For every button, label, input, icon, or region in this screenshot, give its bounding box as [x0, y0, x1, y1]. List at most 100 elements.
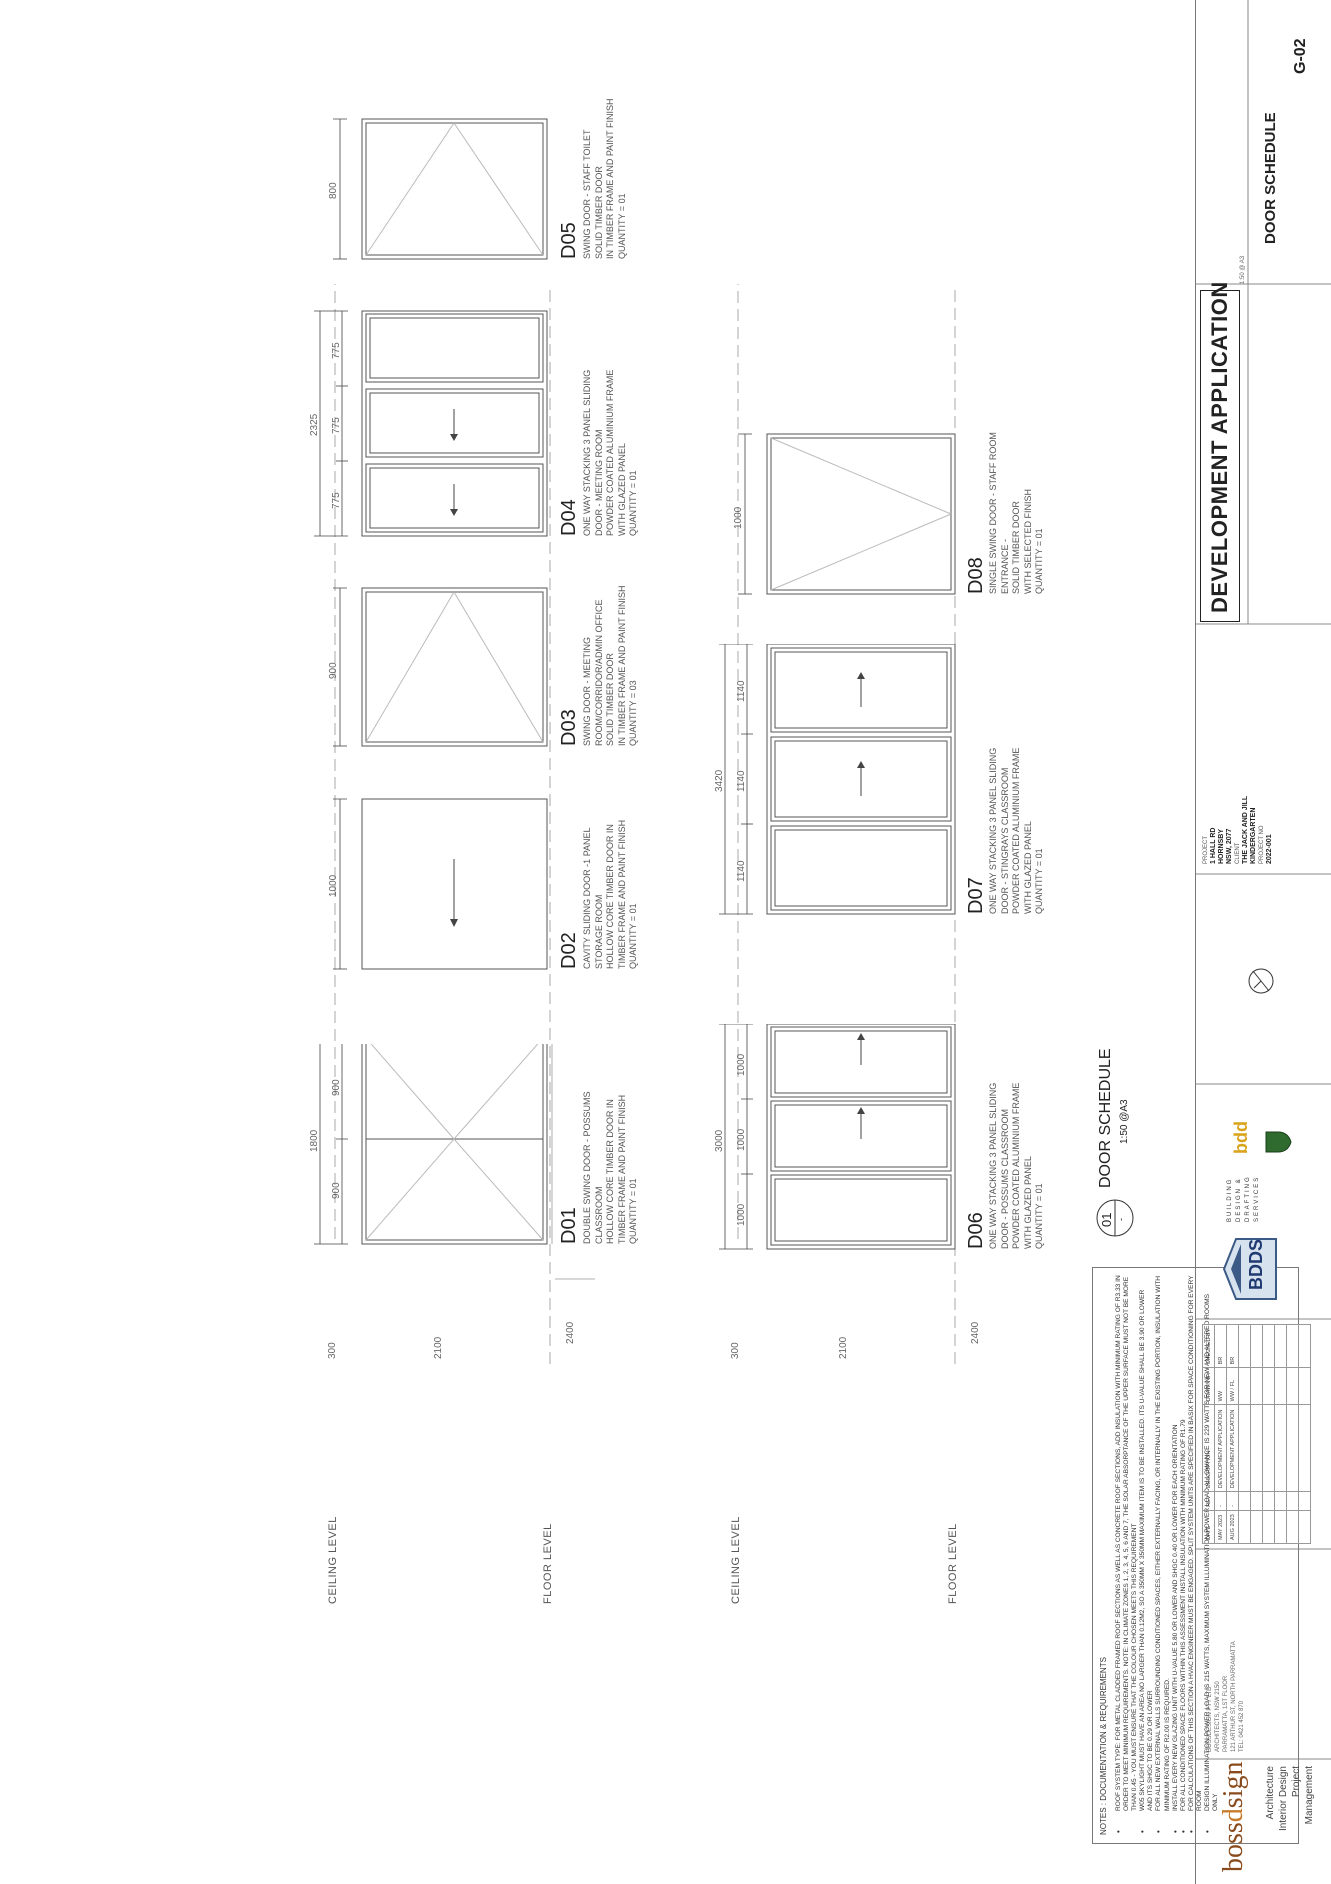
door-d06: 3000 1000 1000 1000 D06 [705, 1024, 1005, 1344]
door-d01: 1800 900 900 D01 [300, 1044, 600, 1344]
door-d04: 2325 775 775 775 D04 [300, 304, 600, 564]
door-d01-elevation [314, 1044, 595, 1280]
d02-desc: CAVITY SLIDING DOOR -1 PANEL STORAGE ROO… [582, 819, 638, 969]
door-d08-elevation [738, 433, 956, 595]
door-d07: 3420 1140 1140 1140 D07 [705, 644, 1005, 944]
d01-code: D01 [558, 1207, 580, 1244]
row2-head-dim: 300 [730, 1342, 741, 1359]
d07-panel-width-1: 1140 [736, 860, 747, 882]
revision-table: DATE REV DESCRIPTION DRAWN BY CHECKED BY… [1202, 1324, 1311, 1544]
project-number: 2022-001 [1266, 834, 1273, 864]
door-d08: 1000 D08 [705, 404, 1005, 624]
door-d07-elevation [719, 644, 956, 915]
d07-panel-width-3: 1140 [736, 680, 747, 702]
schedule-label-dash: - [1116, 1218, 1126, 1221]
d06-desc: ONE WAY STACKING 3 PANEL SLIDING DOOR - … [988, 1082, 1044, 1249]
ceiling-level-label-row2: CEILING LEVEL [730, 1516, 742, 1604]
d01-leaf-width-1: 900 [331, 1182, 342, 1199]
schedule-label-number: 01 [1099, 1212, 1114, 1227]
firm-services: Architecture Interior Design Project Man… [1265, 1766, 1315, 1832]
d01-desc: DOUBLE SWING DOOR - POSSUMS CLASSROOM HO… [582, 1091, 638, 1244]
d06-panel-width-2: 1000 [736, 1128, 747, 1151]
d01-total-height: 2400 [565, 1321, 576, 1344]
d04-desc: ONE WAY STACKING 3 PANEL SLIDING DOOR - … [582, 369, 638, 536]
bdd-logo: bdd [1231, 1121, 1251, 1154]
note-item: FOR ALL NEW EXTERNAL WALLS SURROUNDING C… [1155, 1275, 1171, 1835]
door-d02-elevation [333, 798, 548, 970]
door-d05-elevation [333, 118, 548, 260]
da-banner-title: DEVELOPMENT APPLICATION [1207, 281, 1232, 613]
note-item: ROOF SYSTEM TYPE: FOR METAL CLADDED FRAM… [1115, 1275, 1139, 1835]
schedule-label: 01 - DOOR SCHEDULE 1:50 @A3 [1085, 924, 1145, 1244]
floor-level-label-row2: FLOOR LEVEL [947, 1523, 959, 1604]
d07-panel-width-2: 1140 [736, 770, 747, 792]
d01-leaf-width-2: 900 [331, 1079, 342, 1096]
notes-title: NOTES : DOCUMENTATION & REQUIREMENTS [1099, 1657, 1108, 1835]
d08-desc: SINGLE SWING DOOR - STAFF ROOM ENTRANCE … [988, 432, 1044, 594]
project-label: PROJECT [1203, 835, 1209, 864]
door-d06-elevation [719, 1024, 956, 1250]
d02-width: 1000 [328, 874, 339, 897]
schedule-label-bubble [1096, 1199, 1134, 1237]
d05-desc: SWING DOOR - STAFF TOILET SOLID TIMBER D… [582, 98, 627, 259]
d03-width: 900 [328, 662, 339, 679]
d06-code: D06 [965, 1212, 987, 1249]
schedule-label-title: DOOR SCHEDULE [1097, 1048, 1114, 1188]
d07-overall-width: 3420 [714, 769, 725, 792]
ceiling-level-label-row1: CEILING LEVEL [327, 1516, 339, 1604]
note-item: FOR ALL CONDITIONED SPACE FLOORS WITHIN … [1180, 1275, 1188, 1835]
revision-header: DATE REV DESCRIPTION DRAWN BY CHECKED BY [1202, 1324, 1215, 1544]
project-info: PROJECT 1 HALL RD HORNSBY NSW, 2077 CLIE… [1203, 795, 1273, 864]
d03-code: D03 [558, 709, 580, 746]
d02-code: D02 [558, 932, 580, 969]
row1-head-dim: 300 [327, 1342, 338, 1359]
door-d03-elevation [333, 587, 548, 747]
schedule-label-scale: 1:50 @A3 [1119, 1099, 1130, 1144]
d04-panel-width-1: 775 [331, 492, 342, 509]
d05-code: D05 [558, 222, 580, 259]
row1-height-dim: 2100 [433, 1336, 444, 1359]
door-d02: 1000 D02 [300, 789, 600, 1019]
firm-logo: bossdsign [1218, 1761, 1249, 1872]
table-row: MAY 2023 - DEVELOPMENT APPLICATION WW BR [1214, 1324, 1227, 1544]
d06-panel-width-3: 1000 [736, 1053, 747, 1076]
d01-overall-width: 1800 [309, 1129, 320, 1152]
client-label: CLIENT [1235, 842, 1241, 864]
d05-width: 800 [328, 182, 339, 199]
d04-code: D04 [558, 499, 580, 536]
d04-panel-width-3: 775 [331, 342, 342, 359]
da-banner: DEVELOPMENT APPLICATION [1200, 281, 1240, 622]
d04-overall-width: 2325 [309, 413, 320, 436]
bdds-name: BDDS [1246, 1238, 1266, 1290]
row2-height-dim: 2100 [838, 1336, 849, 1359]
door-d03: 900 D03 [300, 574, 600, 774]
door-d05: 800 D05 [300, 97, 600, 287]
note-item: W05 SKYLIGHT MUST HAVE AN AREA NO LARGER… [1139, 1275, 1155, 1835]
banner-scale: 1:50 @ A3 [1240, 255, 1246, 284]
d06-panel-width-1: 1000 [736, 1203, 747, 1226]
d07-desc: ONE WAY STACKING 3 PANEL SLIDING DOOR - … [988, 747, 1044, 914]
council-crest-icon [1265, 1131, 1292, 1153]
title-block-dividers [1196, 0, 1331, 1760]
floor-level-label-row1: FLOOR LEVEL [542, 1523, 554, 1604]
bdds-tagline: BUILDING DESIGN & DRAFTING SERVICES [1227, 1175, 1260, 1222]
drawing-number: G-02 [1292, 38, 1309, 74]
north-arrow-icon [1248, 968, 1274, 994]
title-block: bossdsign Architecture Interior Design P… [1195, 0, 1331, 1884]
door-d04-elevation [314, 310, 548, 537]
drawing-title: DOOR SCHEDULE [1262, 112, 1279, 244]
bdds-logo-icon [1222, 1238, 1277, 1300]
d08-code: D08 [965, 557, 987, 594]
d08-width: 1000 [733, 506, 744, 529]
project-no-label: PROJECT NO [1259, 825, 1265, 864]
firm-address: BOSSDESIGN PTY LTD ARCHITECTS, NSW 2150 … [1207, 1641, 1245, 1752]
d06-total-height: 2400 [970, 1321, 981, 1344]
consultant-logo: BDDS BUILDING DESIGN & DRAFTING SERVICES… [1216, 1094, 1316, 1304]
d04-panel-width-2: 775 [331, 417, 342, 434]
table-row: AUG 2023 - DEVELOPMENT APPLICATION WW / … [1226, 1324, 1239, 1544]
d06-overall-width: 3000 [714, 1129, 725, 1152]
d03-desc: SWING DOOR - MEETING ROOM/CORRIDOR/ADMIN… [582, 585, 638, 746]
note-item: INSTALL EVERY NEW GLAZING UNIT WITH U-VA… [1172, 1275, 1180, 1835]
